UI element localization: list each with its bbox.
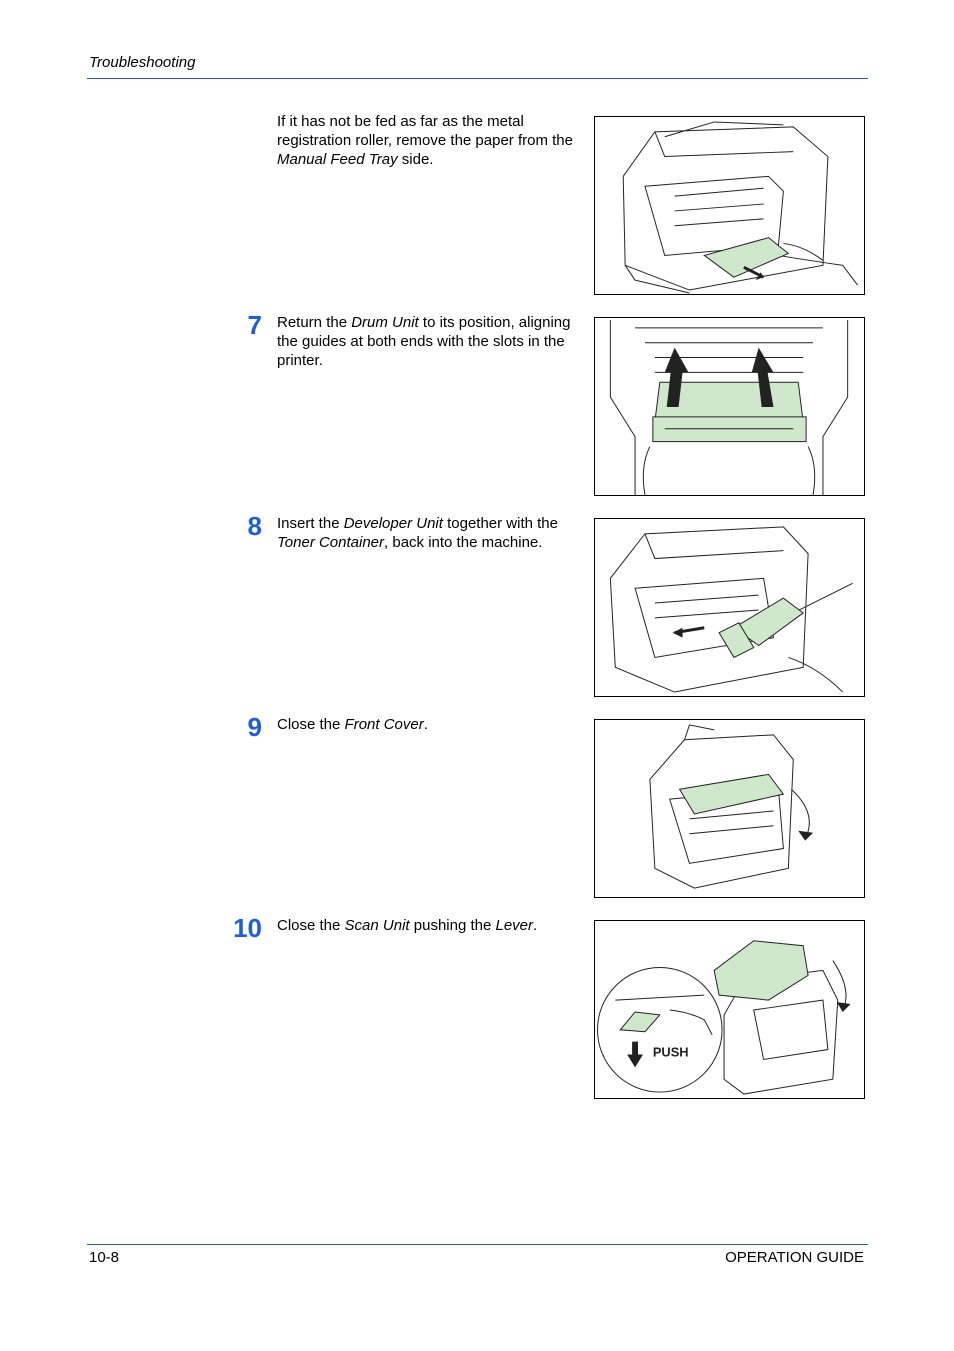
scan-unit-illustration: PUSH — [596, 940, 851, 1095]
step-8-text-e: , back into the machine. — [384, 534, 543, 551]
intro-text-b: Manual Feed Tray — [277, 151, 398, 168]
step-text-7: Return the Drum Unit to its position, al… — [277, 313, 587, 370]
push-label: PUSH — [653, 1044, 689, 1059]
page-header-title: Troubleshooting — [89, 54, 196, 71]
step-7-text-b: Drum Unit — [351, 314, 419, 331]
step-number-7: 7 — [247, 310, 262, 340]
step-9-text-c: . — [423, 716, 428, 733]
figure-front-cover — [594, 719, 865, 898]
drum-unit-illustration — [609, 319, 849, 495]
printer-remove-paper-illustration — [622, 121, 858, 294]
step-9-text-a: Close the — [277, 716, 345, 733]
figure-scan-unit: PUSH — [594, 920, 865, 1099]
step-8-text-d: Toner Container — [277, 534, 385, 551]
step-10-text-e: . — [533, 917, 538, 934]
header-rule — [87, 78, 868, 79]
footer-rule — [87, 1244, 868, 1245]
front-cover-illustration — [649, 724, 814, 889]
step-text-9: Close the Front Cover. — [277, 715, 587, 734]
step-8-text-b: Developer Unit — [343, 515, 443, 532]
step-number-9: 9 — [247, 712, 262, 742]
step-10-text-d: Lever — [495, 917, 534, 934]
step-10-text-b: Scan Unit — [344, 917, 410, 934]
step-10-text-c: pushing the — [409, 917, 496, 934]
step-number-10: 10 — [233, 913, 262, 943]
figure-remove-paper — [594, 116, 865, 295]
developer-unit-illustration — [609, 526, 853, 693]
step-text-8: Insert the Developer Unit together with … — [277, 514, 587, 552]
intro-text-c: side. — [397, 151, 434, 168]
step-7-text-c: to its position, aligning the guides at … — [277, 314, 571, 369]
intro-paragraph: If it has not be fed as far as the metal… — [277, 112, 587, 169]
figure-developer-unit — [594, 518, 865, 697]
intro-text-a: If it has not be fed as far as the metal… — [277, 113, 573, 149]
figure-drum-unit — [594, 317, 865, 496]
step-8-text-c: together with the — [442, 515, 558, 532]
footer-page-number: 10-8 — [89, 1249, 120, 1266]
step-text-10: Close the Scan Unit pushing the Lever. — [277, 916, 587, 935]
step-8-text-a: Insert the — [277, 515, 344, 532]
step-number-8: 8 — [247, 511, 262, 541]
step-9-text-b: Front Cover — [344, 716, 424, 733]
step-7-text-a: Return the — [277, 314, 352, 331]
step-10-text-a: Close the — [277, 917, 345, 934]
footer-guide-title: OPERATION GUIDE — [725, 1249, 864, 1266]
